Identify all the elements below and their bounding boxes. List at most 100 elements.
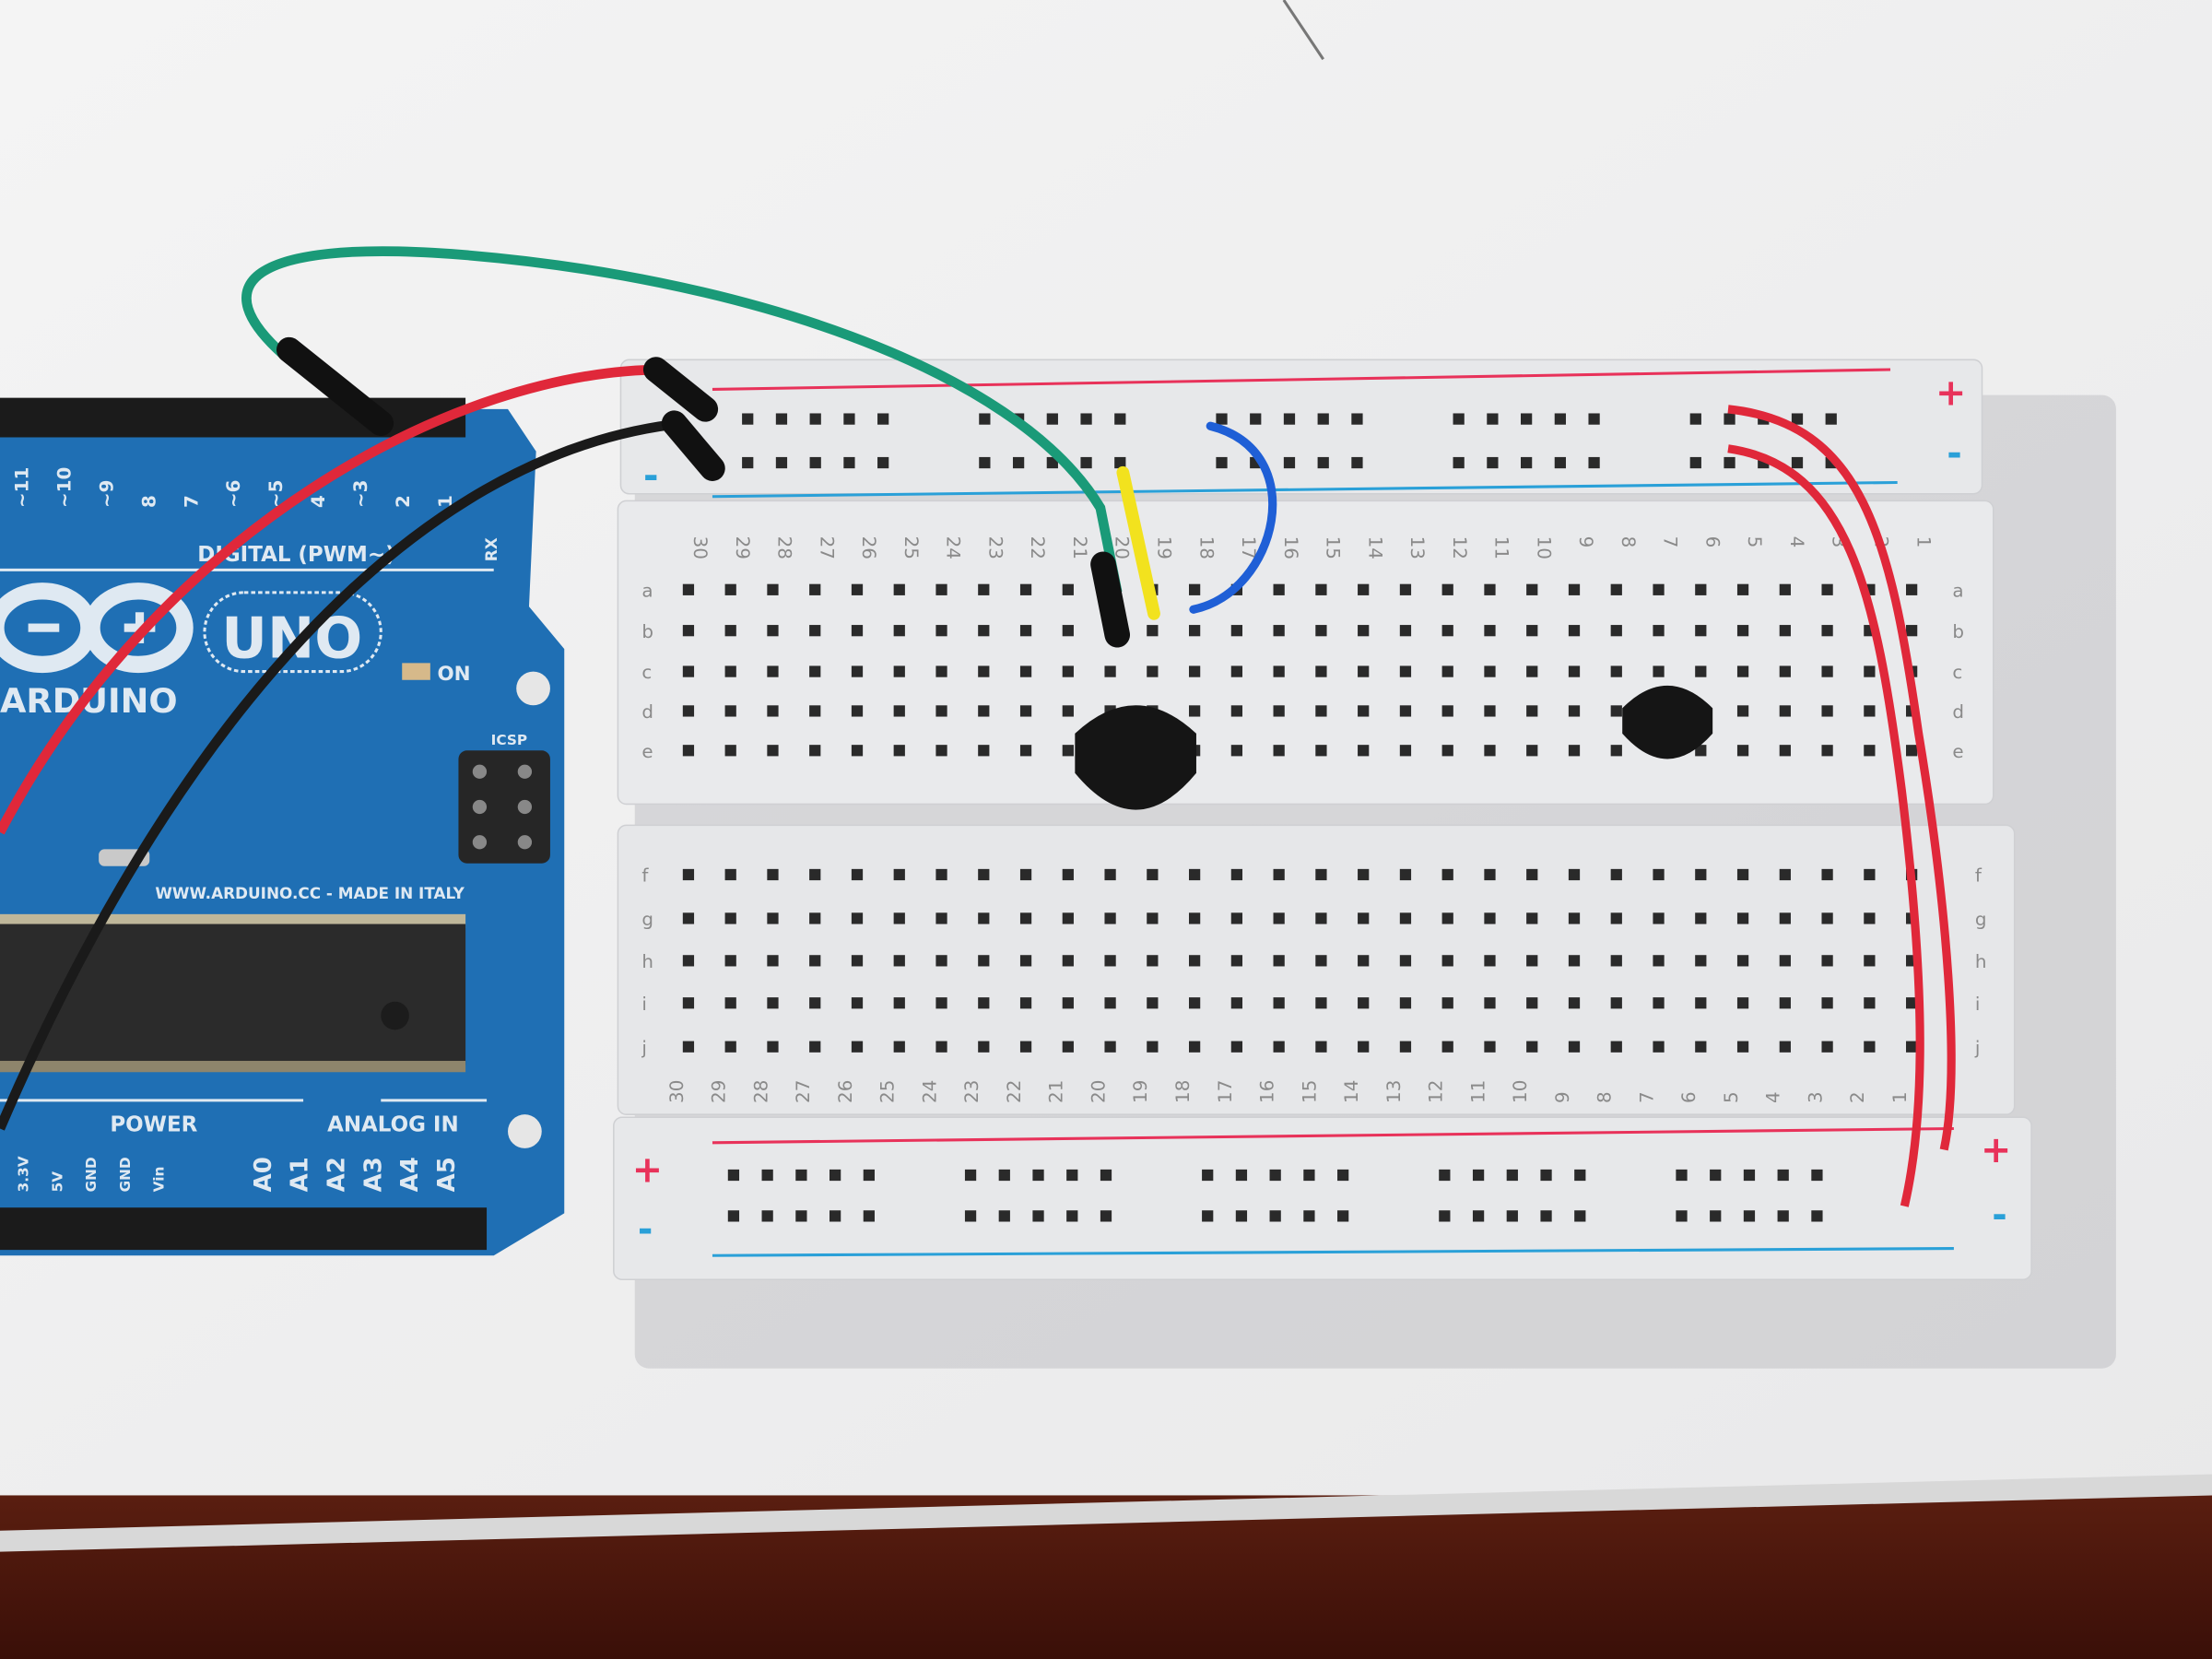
breadboard-hole[interactable] (935, 912, 947, 924)
breadboard-hole[interactable] (1821, 665, 1833, 677)
breadboard-hole[interactable] (1610, 745, 1622, 757)
breadboard-hole[interactable] (1399, 955, 1412, 967)
power-rail-hole[interactable] (742, 413, 754, 425)
power-rail-hole[interactable] (1114, 413, 1126, 425)
power-rail-hole[interactable] (1791, 413, 1804, 425)
breadboard-hole[interactable] (1484, 625, 1496, 637)
breadboard-hole[interactable] (1568, 955, 1581, 967)
power-rail-hole[interactable] (1439, 1169, 1451, 1182)
breadboard-hole[interactable] (1736, 665, 1749, 677)
breadboard-hole[interactable] (978, 745, 990, 757)
breadboard-hole[interactable] (1864, 997, 1876, 1009)
breadboard-hole[interactable] (809, 745, 821, 757)
power-rail-hole[interactable] (1588, 413, 1600, 425)
power-rail-hole[interactable] (1032, 1169, 1044, 1182)
breadboard-hole[interactable] (809, 665, 821, 677)
breadboard-hole[interactable] (978, 583, 990, 595)
breadboard-hole[interactable] (1147, 1041, 1159, 1053)
breadboard-hole[interactable] (851, 625, 864, 637)
breadboard-hole[interactable] (851, 705, 864, 717)
breadboard-hole[interactable] (978, 1041, 990, 1053)
breadboard-hole[interactable] (1019, 705, 1032, 717)
power-rail-hole[interactable] (1046, 413, 1058, 425)
breadboard-hole[interactable] (1399, 705, 1412, 717)
breadboard-hole[interactable] (809, 583, 821, 595)
power-rail-hole[interactable] (1811, 1169, 1823, 1182)
breadboard-hole[interactable] (1526, 745, 1538, 757)
breadboard-hole[interactable] (1189, 1041, 1201, 1053)
power-rail-hole[interactable] (775, 413, 788, 425)
breadboard-hole[interactable] (1484, 955, 1496, 967)
breadboard-hole[interactable] (1779, 665, 1791, 677)
breadboard-hole[interactable] (1906, 583, 1918, 595)
breadboard-hole[interactable] (1189, 955, 1201, 967)
breadboard-hole[interactable] (851, 868, 864, 881)
breadboard-hole[interactable] (1230, 868, 1243, 881)
breadboard-hole[interactable] (1399, 1041, 1412, 1053)
breadboard-hole[interactable] (851, 1041, 864, 1053)
breadboard-hole[interactable] (1736, 583, 1749, 595)
power-rail-hole[interactable] (1283, 456, 1296, 469)
breadboard-hole[interactable] (1019, 997, 1032, 1009)
breadboard-hole[interactable] (1399, 665, 1412, 677)
breadboard-hole[interactable] (1273, 912, 1285, 924)
power-rail-hole[interactable] (1032, 1210, 1044, 1222)
power-rail-hole[interactable] (761, 1210, 773, 1222)
power-rail-hole[interactable] (1724, 456, 1735, 469)
breadboard-hole[interactable] (1821, 705, 1833, 717)
breadboard-hole[interactable] (1441, 583, 1453, 595)
breadboard-hole[interactable] (1736, 868, 1749, 881)
breadboard-hole[interactable] (1610, 955, 1622, 967)
breadboard-hole[interactable] (1358, 1041, 1370, 1053)
breadboard-hole[interactable] (1653, 1041, 1665, 1053)
breadboard-hole[interactable] (809, 705, 821, 717)
breadboard-hole[interactable] (1358, 625, 1370, 637)
breadboard-hole[interactable] (1189, 625, 1201, 637)
breadboard-hole[interactable] (1399, 912, 1412, 924)
breadboard-hole[interactable] (1230, 912, 1243, 924)
breadboard-hole[interactable] (935, 705, 947, 717)
breadboard-hole[interactable] (978, 625, 990, 637)
breadboard-hole[interactable] (1906, 745, 1918, 757)
breadboard-hole[interactable] (1695, 583, 1707, 595)
breadboard-hole[interactable] (1062, 955, 1074, 967)
breadboard-hole[interactable] (935, 583, 947, 595)
breadboard-hole[interactable] (1358, 912, 1370, 924)
power-rail-hole[interactable] (830, 1169, 841, 1182)
breadboard-hole[interactable] (1189, 912, 1201, 924)
breadboard-hole[interactable] (767, 1041, 779, 1053)
breadboard-hole[interactable] (935, 625, 947, 637)
power-rail-hole[interactable] (1337, 1210, 1349, 1222)
power-rail-hole[interactable] (1202, 1210, 1214, 1222)
breadboard-hole[interactable] (893, 583, 905, 595)
breadboard-hole[interactable] (1653, 583, 1665, 595)
breadboard-hole[interactable] (1568, 705, 1581, 717)
breadboard-hole[interactable] (1189, 583, 1201, 595)
breadboard-hole[interactable] (1484, 665, 1496, 677)
breadboard-hole[interactable] (724, 625, 736, 637)
breadboard-hole[interactable] (978, 665, 990, 677)
power-rail-hole[interactable] (1080, 456, 1092, 469)
breadboard-hole[interactable] (1189, 868, 1201, 881)
power-rail-hole[interactable] (1743, 1210, 1756, 1222)
power-rail-hole[interactable] (1521, 456, 1533, 469)
breadboard-hole[interactable] (978, 955, 990, 967)
breadboard-hole[interactable] (767, 583, 779, 595)
breadboard-hole[interactable] (1315, 868, 1327, 881)
breadboard-hole[interactable] (1568, 583, 1581, 595)
breadboard-hole[interactable] (1062, 583, 1074, 595)
breadboard-hole[interactable] (1695, 1041, 1707, 1053)
breadboard-hole[interactable] (1230, 665, 1243, 677)
breadboard-hole[interactable] (1906, 625, 1918, 637)
breadboard-hole[interactable] (1441, 912, 1453, 924)
breadboard-hole[interactable] (809, 997, 821, 1009)
breadboard-hole[interactable] (1399, 997, 1412, 1009)
power-rail-hole[interactable] (1689, 413, 1701, 425)
breadboard-hole[interactable] (1568, 997, 1581, 1009)
breadboard-hole[interactable] (1358, 997, 1370, 1009)
power-rail-hole[interactable] (877, 413, 889, 425)
power-rail-hole[interactable] (979, 413, 991, 425)
power-rail-hole[interactable] (1317, 456, 1329, 469)
breadboard-hole[interactable] (1610, 912, 1622, 924)
breadboard-hole[interactable] (1526, 705, 1538, 717)
